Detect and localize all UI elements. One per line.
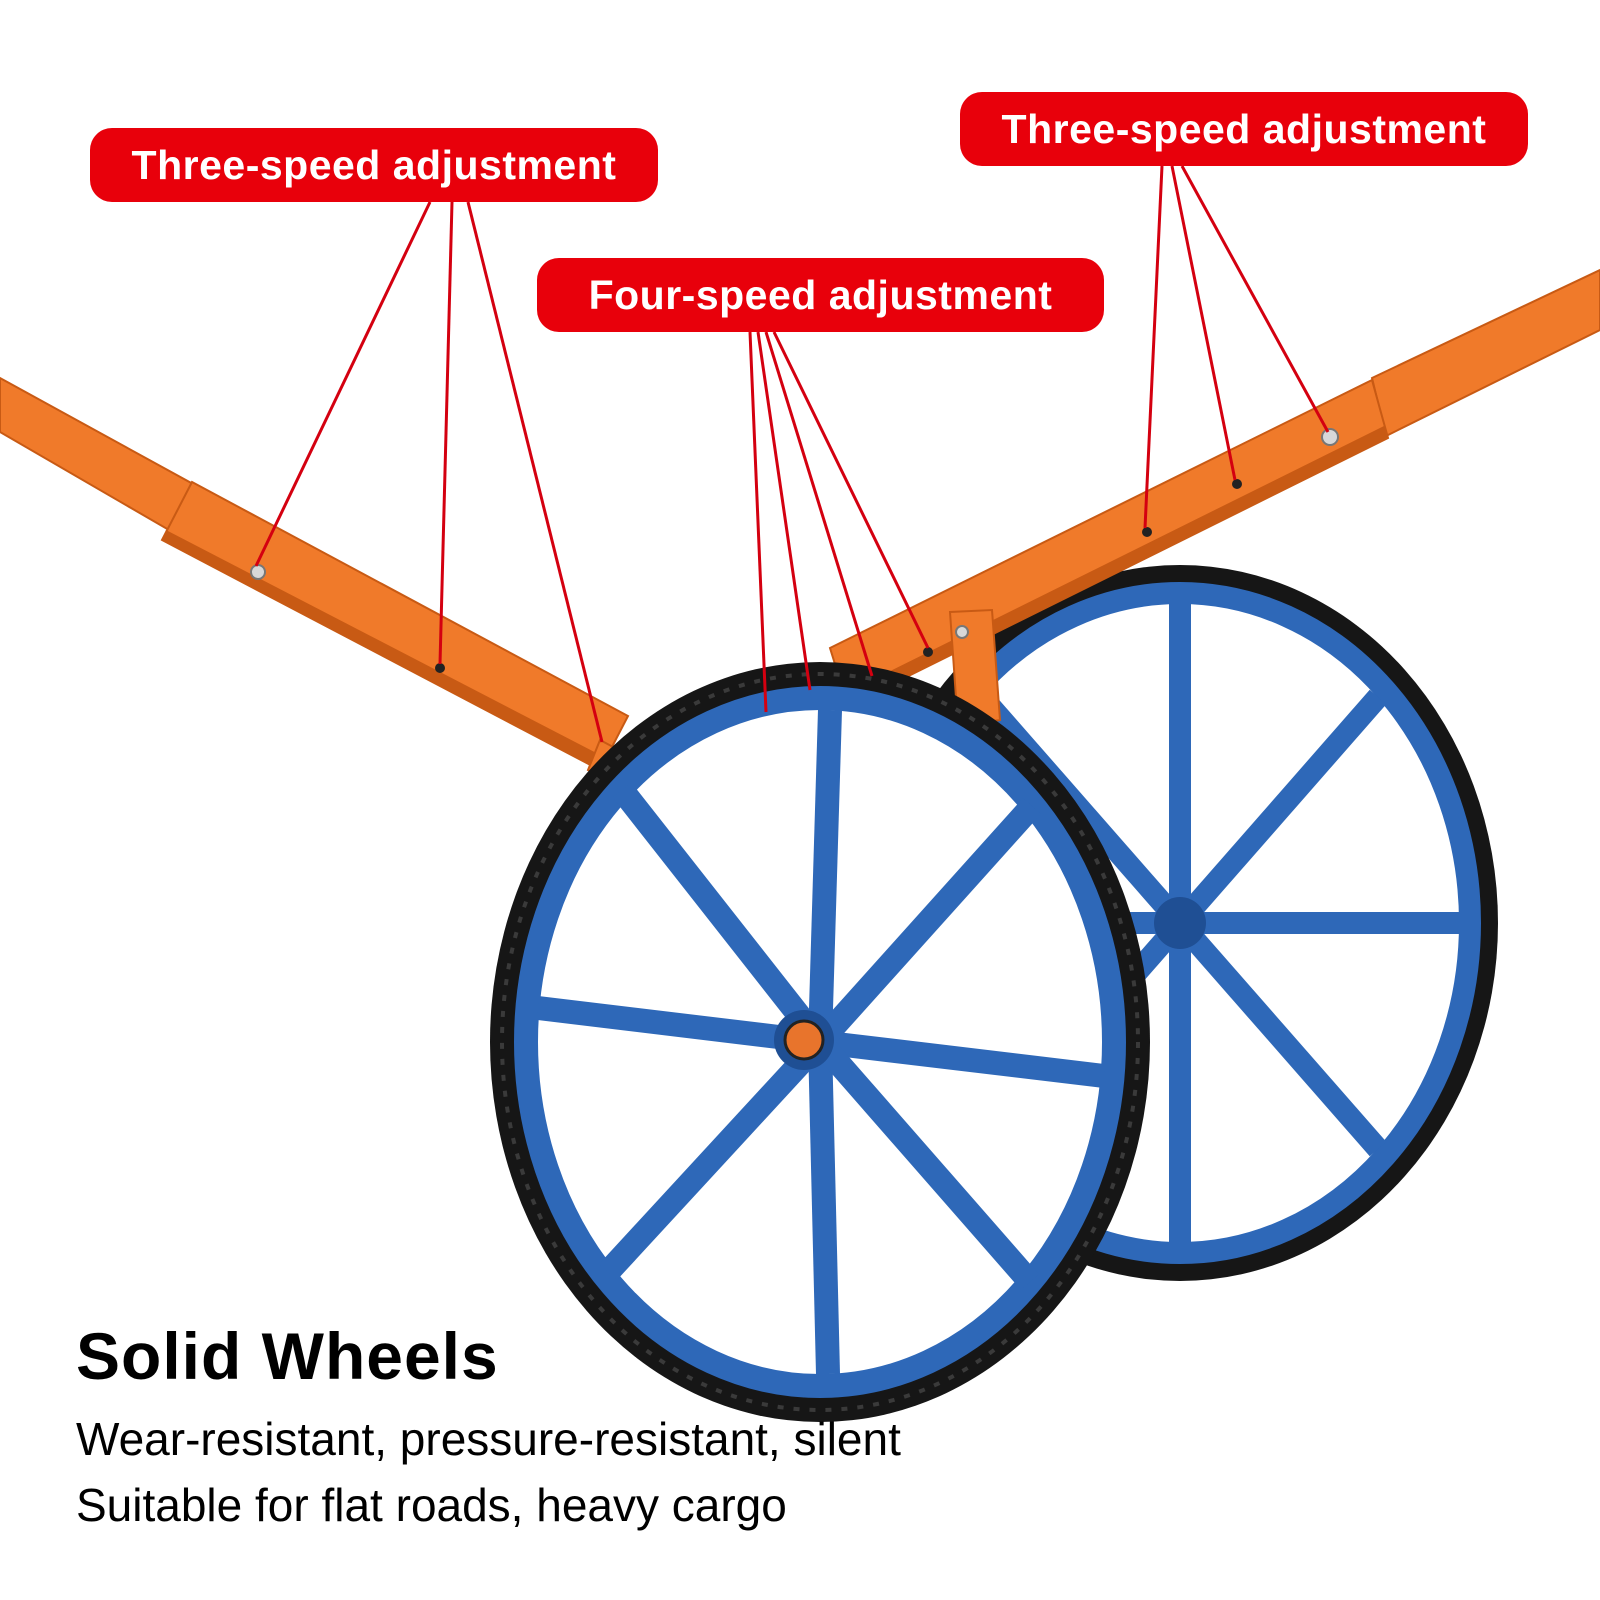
caption-title: Solid Wheels — [76, 1319, 499, 1393]
callout-middle-four-speed: Four-speed adjustment — [537, 258, 1104, 332]
adjustment-hole — [923, 647, 933, 657]
left-handle — [0, 376, 630, 772]
caption-line-1: Wear-resistant, pressure-resistant, sile… — [76, 1413, 901, 1465]
adjustment-hole — [1321, 428, 1339, 446]
callout-left-three-speed: Three-speed adjustment — [90, 128, 658, 202]
caption-line-2: Suitable for flat roads, heavy cargo — [76, 1479, 787, 1531]
back-hub — [1154, 897, 1206, 949]
front-wheel — [490, 662, 1150, 1422]
left-handle-shadow — [162, 530, 606, 770]
front-spokes — [536, 709, 1106, 1375]
bracket-bolt — [955, 625, 969, 639]
callout-right-three-speed: Three-speed adjustment — [960, 92, 1528, 166]
leader-lines — [254, 165, 1330, 743]
front-hub — [783, 1019, 825, 1061]
right-handle-outer-tube — [1370, 268, 1600, 438]
adjustment-hole — [435, 663, 445, 673]
adjustment-hole — [250, 564, 266, 580]
adjustment-hole — [1232, 479, 1242, 489]
front-tire-tread — [500, 672, 1140, 1412]
left-handle-inner-tube — [160, 480, 630, 772]
adjustment-hole — [1142, 527, 1152, 537]
center-bracket — [948, 608, 1002, 728]
